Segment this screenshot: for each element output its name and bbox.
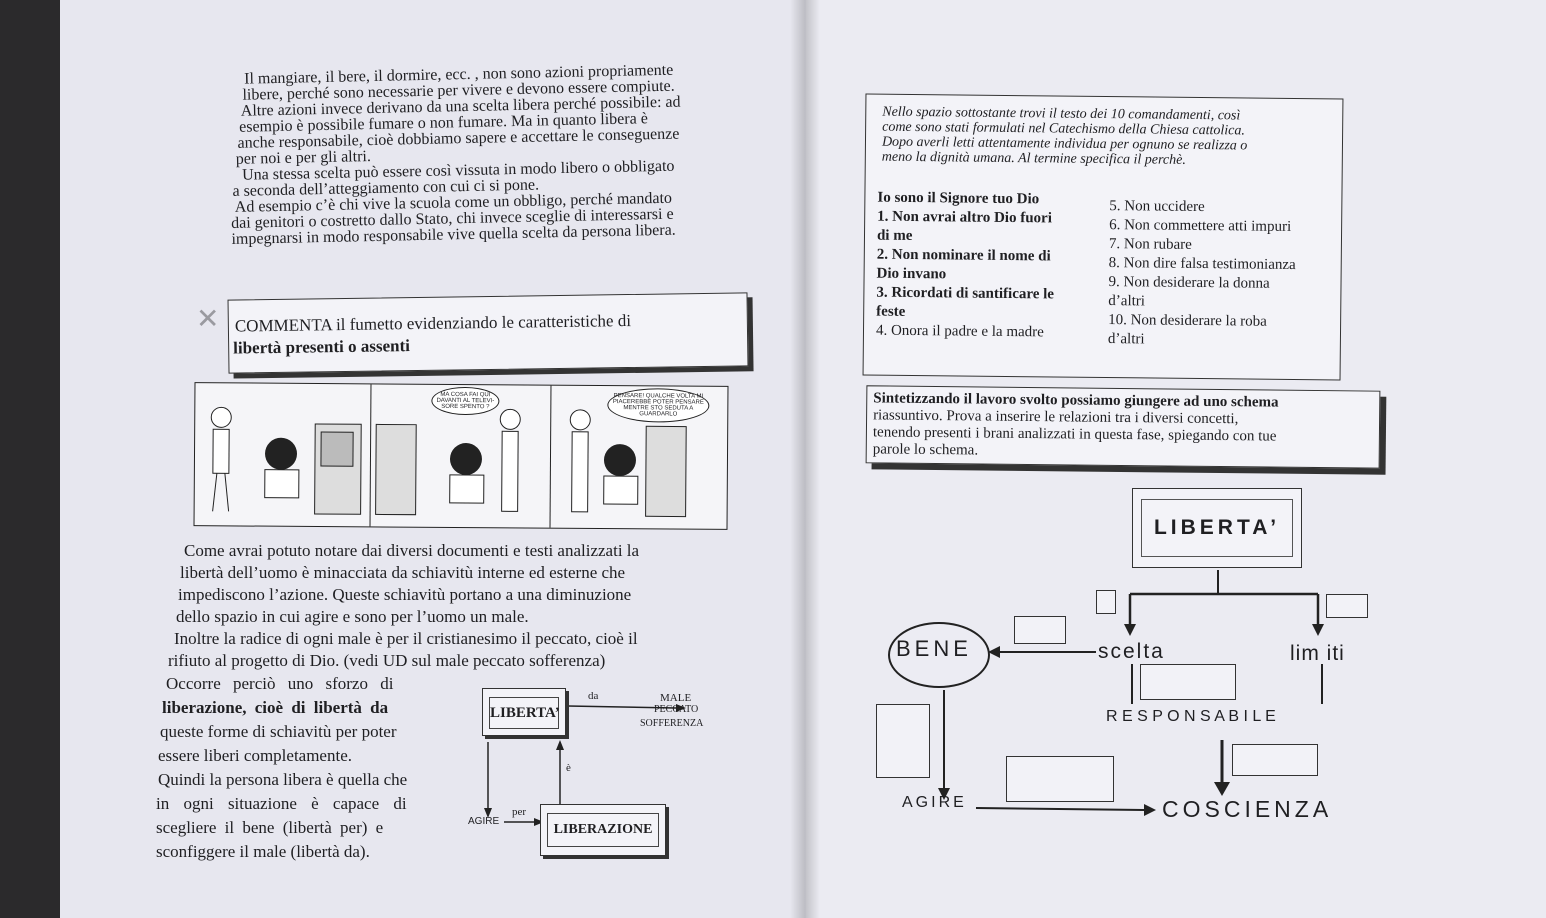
mini-per-label: per <box>512 806 527 818</box>
mini-male-label: MALE <box>660 692 692 704</box>
answer-box[interactable] <box>876 704 930 778</box>
comic-panel-3 <box>550 386 728 529</box>
mini-liberta-label: LIBERTA’ <box>489 697 560 729</box>
wrap-line: sconfiggere il male (libertà da). <box>156 842 370 861</box>
body-line: rifiuto al progetto di Dio. (vedi UD sul… <box>168 651 606 670</box>
mini-liberta-box: LIBERTA’ <box>482 688 566 736</box>
answer-box[interactable] <box>1096 590 1116 614</box>
body-line: Come avrai potuto notare dai diversi doc… <box>184 541 640 560</box>
bene-label: BENE <box>896 636 972 661</box>
mini-agire-label: AGIRE <box>468 816 500 827</box>
comic-panel-1 <box>194 383 372 527</box>
mini-sofferenza-label: SOFFERENZA <box>640 718 704 729</box>
liberta-concept-label: LIBERTA’ <box>1141 499 1293 557</box>
comic-drawing <box>375 408 521 516</box>
wrap-line: essere liberi completamente. <box>158 746 352 765</box>
mini-peccato-label: PECCATO <box>654 704 699 715</box>
body-line: impediscono l’azione. Queste schiavitù p… <box>178 585 632 604</box>
mini-e-label: è <box>566 762 571 774</box>
liberta-concept-box: LIBERTA’ <box>1132 488 1302 568</box>
book-gutter <box>790 0 820 918</box>
limiti-label: lim iti <box>1290 642 1345 665</box>
wrap-line: scegliere il bene (libertà per) e <box>156 818 384 837</box>
answer-box[interactable] <box>1140 664 1236 700</box>
cross-mark-icon: ✕ <box>196 302 220 335</box>
wrap-line: in ogni situazione è capace di <box>156 794 407 813</box>
scelta-label: scelta <box>1098 640 1165 663</box>
wrap-line: liberazione, cioè di libertà da <box>162 698 389 717</box>
comic-strip: MA COSA FAI QUI DAVANTI AL TELEVI-SORE S… <box>193 382 729 530</box>
mini-liberazione-box: LIBERAZIONE <box>540 804 666 856</box>
body-line: dello spazio in cui agire e sono per l’u… <box>176 607 529 626</box>
wrap-line: Occorre perciò uno sforzo di <box>166 674 394 693</box>
mini-liberazione-label: LIBERAZIONE <box>547 813 659 847</box>
wrap-paragraph: Occorre perciò uno sforzo di liberazione… <box>156 672 466 864</box>
bene-ellipse <box>888 622 990 688</box>
body-line: Inoltre la radice di ogni male è per il … <box>174 629 638 648</box>
answer-box[interactable] <box>1232 744 1318 776</box>
answer-box[interactable] <box>1014 616 1066 644</box>
body-paragraph: Come avrai potuto notare dai diversi doc… <box>160 540 726 672</box>
wrap-line: Quindi la persona libera è quella che <box>158 770 408 789</box>
comic-drawing <box>210 406 362 515</box>
responsabile-label: R E S P O N S A B I L E <box>1106 708 1276 725</box>
answer-box[interactable] <box>1326 594 1368 618</box>
coscienza-label: COSCIENZA <box>1162 796 1333 822</box>
mini-da-label: da <box>588 690 599 702</box>
comic-drawing <box>569 409 687 518</box>
wrap-line: queste forme di schiavitù per poter <box>160 722 397 741</box>
answer-box[interactable] <box>1006 756 1114 802</box>
comic-panel-2 <box>369 384 552 528</box>
body-line: libertà dell’uomo è minacciata da schiav… <box>180 563 626 582</box>
agire-label: AGIRE <box>902 794 967 811</box>
